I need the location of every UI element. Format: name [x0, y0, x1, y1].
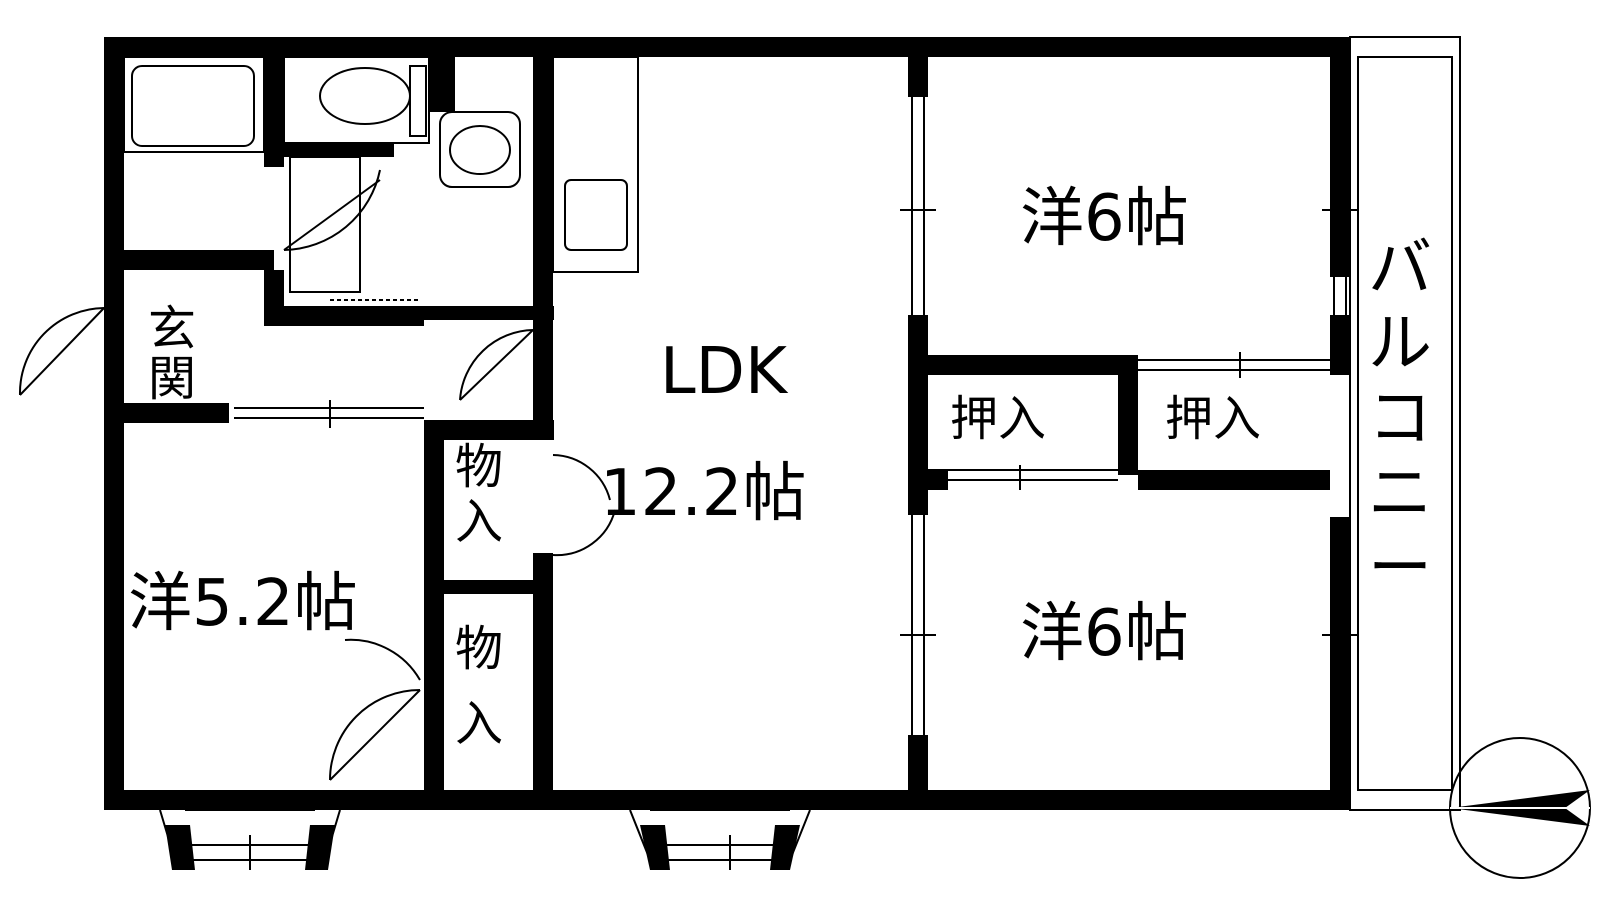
fixtures	[123, 56, 639, 301]
door-swings	[18, 169, 616, 781]
western-room-b-label: 洋6帖	[1020, 597, 1189, 671]
north-arrow-icon	[1449, 737, 1591, 879]
balcony-label-2: ル	[1368, 307, 1432, 381]
storage-a-label-2: 入	[455, 494, 503, 550]
windows	[159, 97, 1358, 870]
storage-b-label-2: 入	[455, 696, 503, 752]
outer-walls	[104, 37, 1350, 810]
closet-label-2: 押入	[1165, 391, 1261, 447]
storage-a-label-1: 物	[455, 439, 503, 495]
entrance-label-2: 関	[148, 351, 196, 407]
western-room-a-label: 洋6帖	[1020, 182, 1189, 256]
balcony-label-4: ニ	[1368, 457, 1432, 531]
bay-window-posts	[160, 790, 820, 870]
balcony-label-5: ー	[1368, 532, 1432, 606]
ldk-label: LDK	[660, 335, 789, 409]
western-room-c-label: 洋5.2帖	[128, 567, 358, 641]
ldk-size-label: 12.2帖	[600, 457, 807, 531]
balcony-label-1: バ	[1368, 232, 1432, 306]
balcony	[1349, 36, 1461, 811]
interior-walls	[124, 57, 1350, 800]
storage-b-label-1: 物	[455, 621, 503, 677]
entrance-label-1: 玄	[148, 301, 196, 357]
balcony-label-3: コ	[1368, 382, 1432, 456]
closet-label-1: 押入	[950, 391, 1046, 447]
